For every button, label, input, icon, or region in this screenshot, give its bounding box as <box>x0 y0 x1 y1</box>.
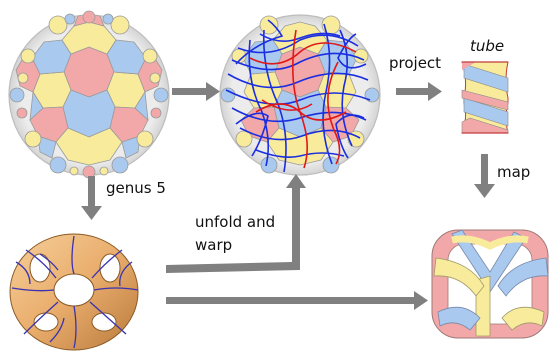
tile-center-pink <box>63 46 115 98</box>
hyperbolic-tiling-disk <box>8 10 170 179</box>
mapped-tube-surface-image <box>431 229 549 339</box>
label-genus: genus 5 <box>106 179 166 197</box>
label-unfold-line1: unfold and <box>195 213 276 231</box>
genus5-surface-image <box>9 233 139 351</box>
tube-image <box>461 61 509 134</box>
label-unfold-line2: warp <box>195 236 233 254</box>
label-tube: tube <box>470 37 505 55</box>
label-project: project <box>389 54 442 72</box>
arrow-genus <box>88 176 95 208</box>
arrow-map <box>481 154 488 186</box>
arrows <box>81 82 495 310</box>
arrow-bottom <box>166 297 416 304</box>
arrow-project <box>396 88 430 95</box>
tile-bottom-yellow <box>55 127 123 166</box>
arrow-a-to-b <box>172 88 208 95</box>
red-geodesic-curves <box>249 29 357 169</box>
warped-tiling-disk <box>219 14 381 176</box>
arrow-unfold-warp <box>166 174 306 273</box>
label-map: map <box>497 163 531 181</box>
